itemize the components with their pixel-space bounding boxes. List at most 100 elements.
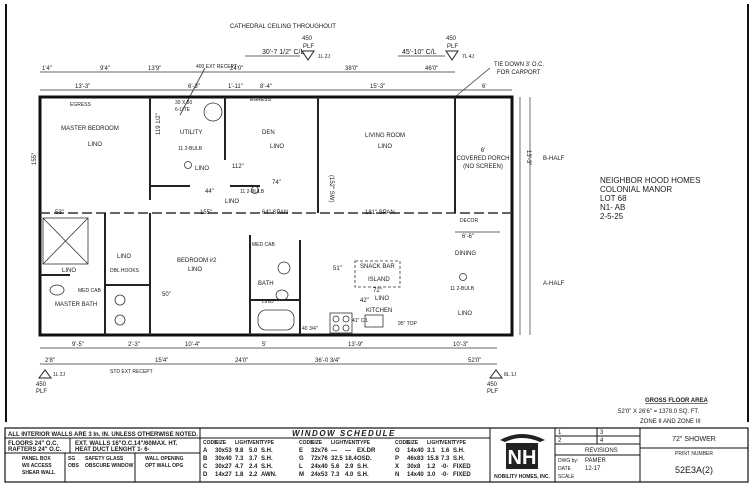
dim-label: 74" [272, 180, 281, 186]
schedule-cell: G [299, 456, 304, 462]
schedule-cell: X [395, 464, 399, 470]
floor-label: LINO [88, 142, 102, 148]
schedule-cell: 18.4 [345, 456, 357, 462]
svg-text:4: 4 [600, 438, 604, 444]
svg-text:52E3A(2): 52E3A(2) [675, 465, 713, 475]
load-marker-top-left: 30'-7 1/2" C/L 450 PLF 1L 2J [245, 36, 331, 61]
svg-text:PLF: PLF [36, 389, 47, 395]
svg-text:HEAT DUCT LENGHT 1- 6-: HEAT DUCT LENGHT 1- 6- [75, 447, 150, 453]
schedule-cell: FIXED [453, 464, 471, 470]
door-label: 30 X 80 [175, 100, 192, 106]
span-label: 155" [200, 210, 212, 216]
schedule-column-header: CODE [299, 440, 314, 446]
svg-text:GROSS FLOOR AREA: GROSS FLOOR AREA [645, 398, 708, 404]
svg-text:6'-3": 6'-3" [188, 84, 200, 90]
svg-text:1L 2J: 1L 2J [318, 54, 331, 60]
svg-text:52'0" X 26'6" = 1378.0 SQ. FT.: 52'0" X 26'6" = 1378.0 SQ. FT. [618, 409, 699, 415]
schedule-cell: 4.0 [345, 472, 354, 478]
schedule-cell: 5.0 [249, 448, 258, 454]
schedule-cell: 9.8 [235, 448, 244, 454]
load-triangle-icon [489, 369, 503, 379]
schedule-cell: 7.3 [235, 456, 244, 462]
svg-text:1'-11": 1'-11" [228, 84, 243, 90]
schedule-cell: — [331, 448, 337, 454]
schedule-cell: 7.3 [331, 472, 340, 478]
load-triangle-icon [445, 50, 459, 61]
dim-label: 44" [205, 189, 214, 195]
svg-text:FLOORS 24" O.C.: FLOORS 24" O.C. [8, 441, 59, 447]
svg-text:9'4": 9'4" [100, 66, 110, 72]
schedule-cell: 32.5 [331, 456, 343, 462]
svg-text:8L 1J: 8L 1J [504, 372, 517, 378]
bathtub-icon [257, 309, 295, 331]
interior-walls [40, 97, 500, 335]
svg-text:W/I ACCESS: W/I ACCESS [22, 463, 52, 469]
bottom-dimensions-row2: 2'8" 15'4" 24'0" 36'-0 3/4" 52'0" [45, 358, 481, 364]
schedule-cell: S.H. [357, 472, 369, 478]
svg-text:450: 450 [302, 36, 313, 42]
svg-text:NOBILITY HOMES, INC.: NOBILITY HOMES, INC. [494, 474, 550, 480]
svg-text:ALL INTERIOR WALLS ARE 3 In. I: ALL INTERIOR WALLS ARE 3 In. IN. UNLESS … [8, 432, 198, 438]
kitchen-sink-icon [364, 314, 384, 328]
svg-text:RAFTERS 24" O.C.: RAFTERS 24" O.C. [8, 447, 62, 453]
schedule-cell: M [299, 472, 304, 478]
floor-label: LINO [195, 166, 209, 172]
schedule-cell: S.H. [261, 448, 273, 454]
svg-text:OBSCURE WINDOW: OBSCURE WINDOW [85, 463, 134, 469]
svg-text:2'8": 2'8" [45, 358, 55, 364]
dim-label: 50" [162, 292, 171, 298]
med-cab-label: MED CAB [78, 288, 101, 294]
svg-text:450: 450 [36, 382, 47, 388]
schedule-column-header: LIGHT [331, 440, 346, 446]
room-bedroom-2: BEDROOM #2 [177, 258, 217, 264]
floor-label: LINO [188, 267, 202, 273]
schedule-cell: 2.2 [249, 472, 258, 478]
schedule-cell: EX.DR [357, 448, 376, 454]
svg-text:REVISIONS: REVISIONS [585, 448, 618, 454]
svg-text:450: 450 [446, 36, 457, 42]
general-notes: ALL INTERIOR WALLS ARE 3 In. IN. UNLESS … [5, 428, 201, 482]
svg-text:SAFETY GLASS: SAFETY GLASS [85, 456, 124, 462]
schedule-column-header: VENT [249, 440, 262, 446]
svg-text:24'0": 24'0" [235, 358, 248, 364]
svg-text:3: 3 [600, 430, 604, 436]
svg-text:5': 5' [262, 342, 266, 348]
schedule-cell: 1.6 [441, 448, 450, 454]
room-porch: COVERED PORCH [456, 156, 509, 162]
svg-text:PRINT NUMBER: PRINT NUMBER [675, 451, 713, 457]
schedule-cell: — [345, 448, 351, 454]
fixtures [49, 102, 467, 334]
svg-text:9'-5": 9'-5" [72, 342, 84, 348]
svg-text:1: 1 [558, 430, 562, 436]
schedule-cell: 2.9 [345, 464, 354, 470]
shower [42, 217, 89, 265]
span-label: 181" SPAN [365, 210, 395, 216]
light-label: 11 2-BULB [240, 189, 265, 195]
floor-label: LINO [225, 199, 239, 205]
counter-label: 95" TOP [398, 321, 417, 327]
load-triangle-icon [38, 369, 52, 379]
room-den: DEN [262, 130, 275, 136]
svg-text:38'0": 38'0" [345, 66, 358, 72]
shelf-label: DBL HOOKS [110, 268, 140, 274]
svg-text:LOT 68: LOT 68 [600, 194, 627, 203]
schedule-cell: 4.7 [235, 464, 244, 470]
svg-text:2: 2 [558, 438, 562, 444]
svg-text:7L 4J: 7L 4J [462, 54, 475, 60]
room-dining: DINING [455, 251, 476, 257]
egress-label: EGRESS [70, 102, 92, 108]
svg-text:NEIGHBOR HOOD HOMES: NEIGHBOR HOOD HOMES [600, 176, 700, 185]
svg-text:15'-3": 15'-3" [370, 84, 385, 90]
kitchen-island [354, 260, 401, 288]
load-marker-bottom-left: 1L 2J 450 PLF [36, 369, 66, 395]
schedule-column-header: CODE [395, 440, 410, 446]
wall-dim-label: (152" SW) [328, 175, 334, 202]
light-fixture-icon [184, 161, 192, 169]
svg-text:DATE: DATE [558, 466, 572, 472]
schedule-cell: 30x40 [215, 456, 232, 462]
svg-text:6': 6' [482, 84, 486, 90]
schedule-cell: O [395, 448, 400, 454]
roof-logo-icon [500, 434, 545, 442]
schedule-cell: A [203, 448, 208, 454]
